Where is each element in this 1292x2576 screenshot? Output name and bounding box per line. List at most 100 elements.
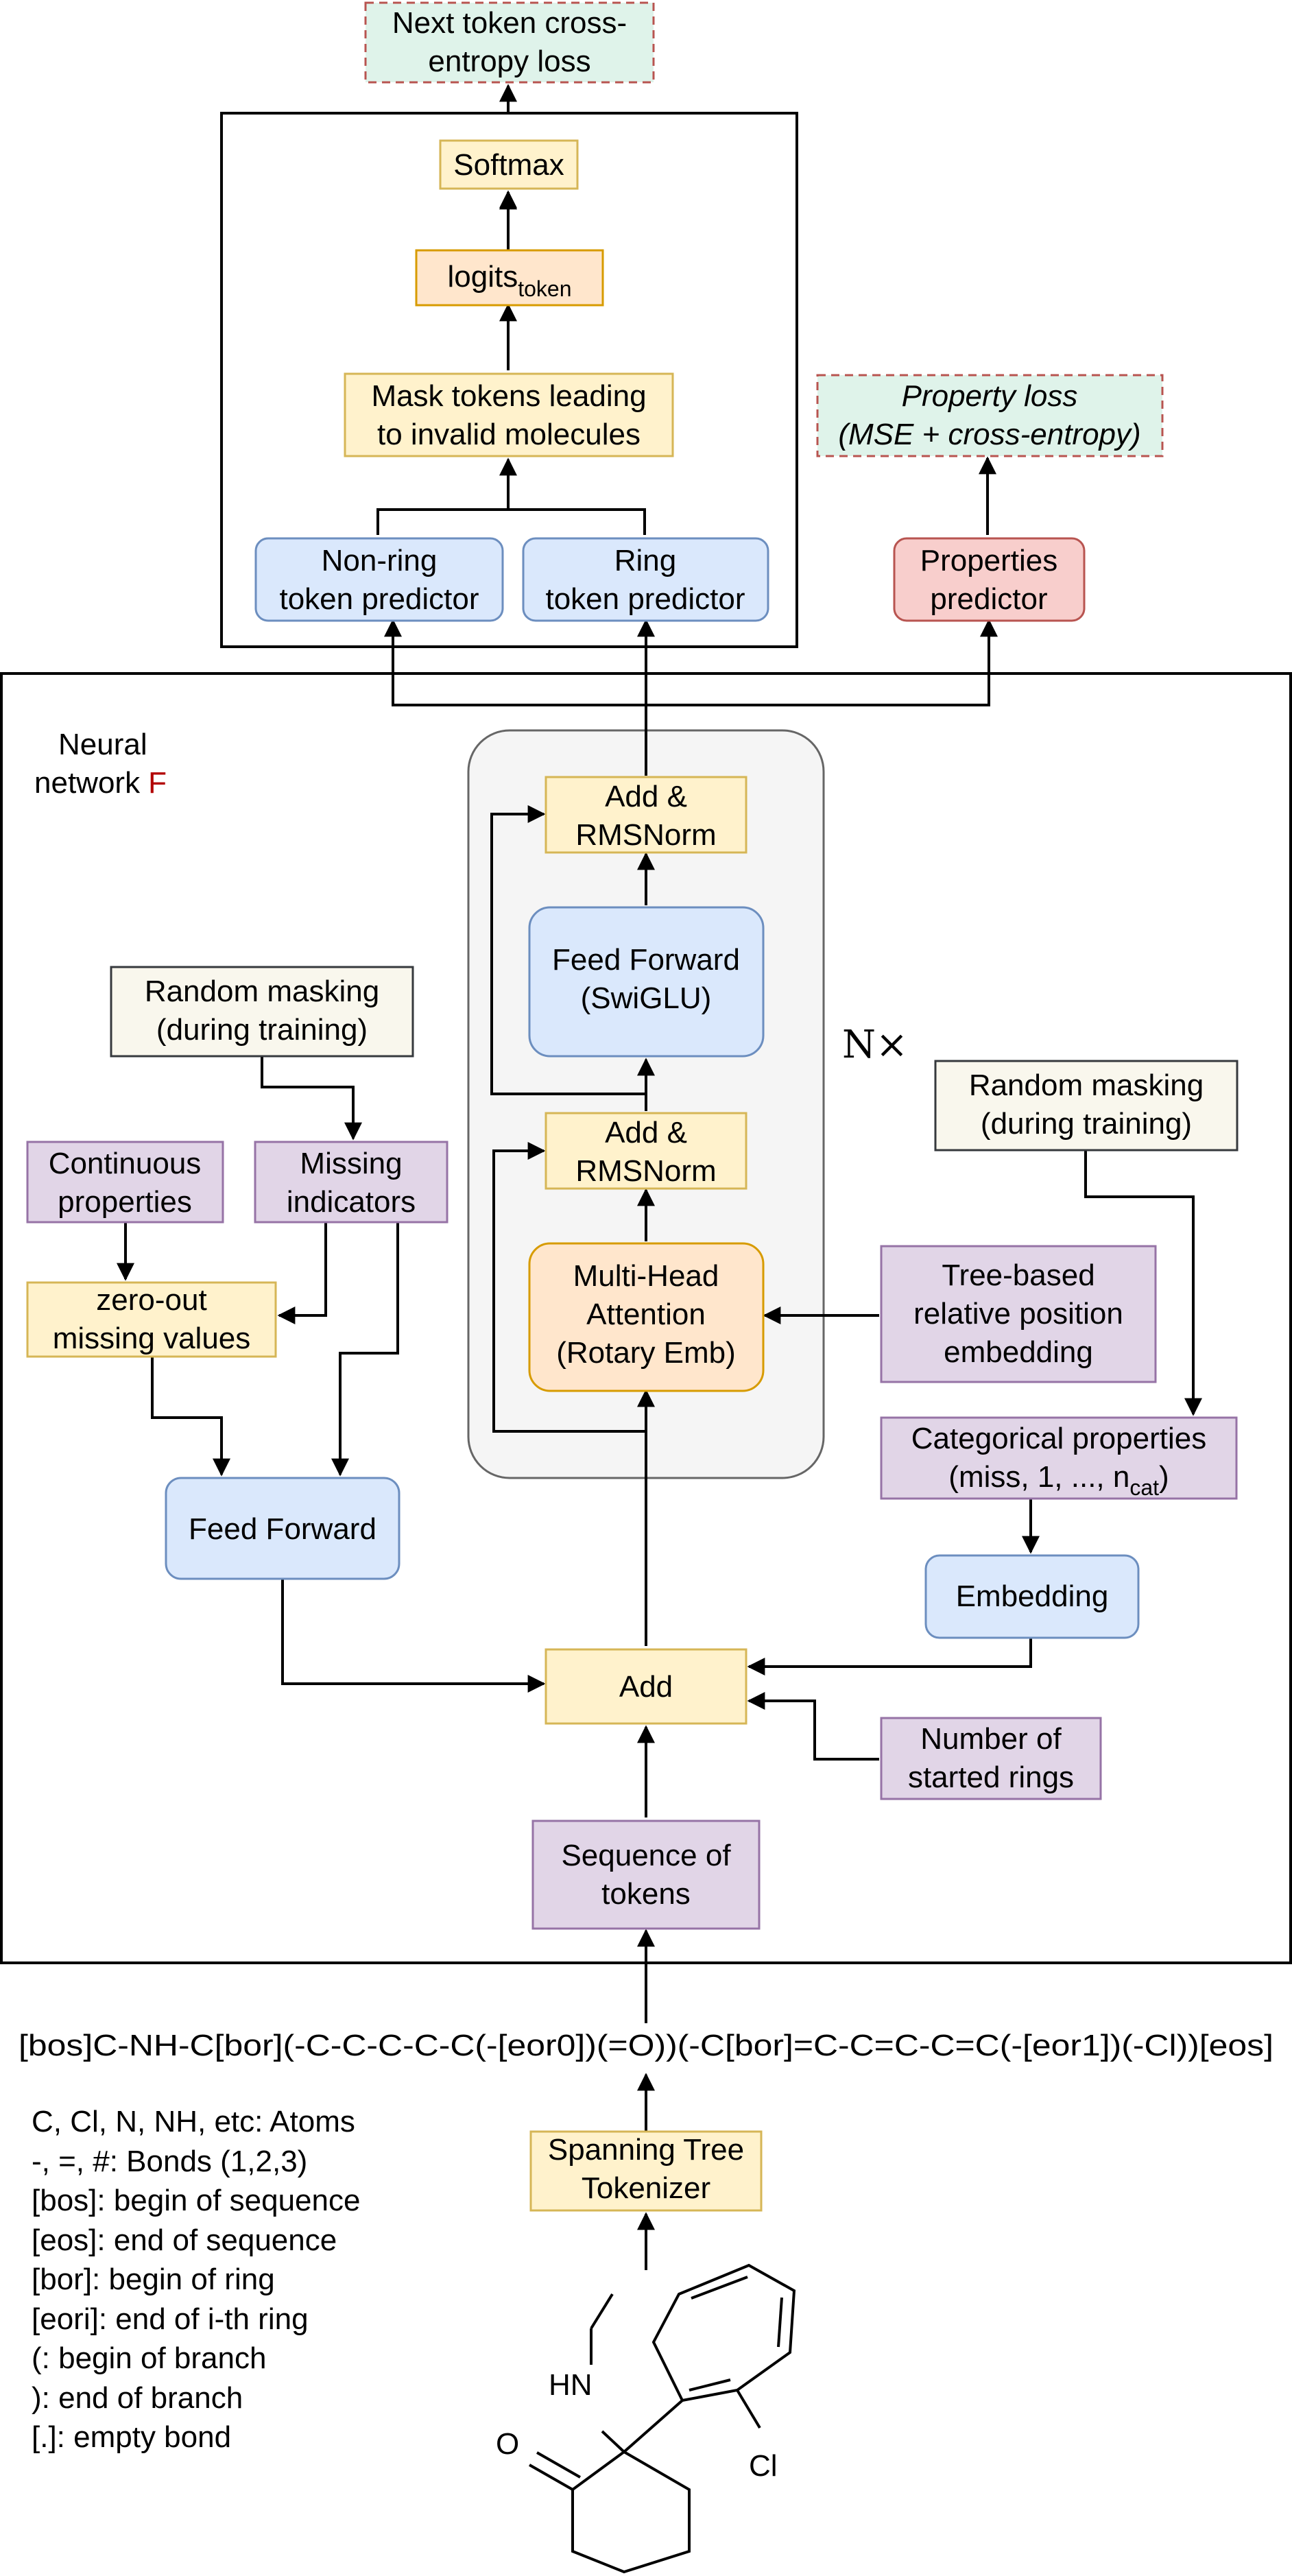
random-masking-right-box: Random masking (during training) (934, 1060, 1239, 1152)
continuous-line2: properties (58, 1185, 192, 1219)
random-masking-left-box: Random masking (during training) (110, 966, 414, 1058)
multi-head-attention-box: Multi-Head Attention (Rotary Emb) (528, 1242, 765, 1392)
random-masking-right-line1: Random masking (969, 1069, 1204, 1102)
legend-line: [eos]: end of sequence (32, 2223, 337, 2257)
started-rings-line2: started rings (908, 1761, 1074, 1794)
legend-line: C, Cl, N, NH, etc: Atoms (32, 2105, 355, 2138)
nonring-line1: Non-ring (322, 544, 438, 577)
embedding-box: Embedding (924, 1554, 1140, 1639)
swiglu-line2: (SwiGLU) (581, 981, 712, 1015)
add-rmsnorm-bottom-line2: RMSNorm (575, 1154, 716, 1188)
next-token-loss-line1: Next token cross- (392, 6, 627, 40)
add-box: Add (545, 1648, 747, 1725)
missing-line1: Missing (300, 1147, 402, 1180)
molecule-structure (529, 2263, 796, 2574)
mask-invalid-box: Mask tokens leading to invalid molecules (344, 372, 674, 457)
categorical-line1: Categorical properties (911, 1422, 1206, 1455)
zero-out-line1: zero-out (96, 1283, 206, 1317)
continuous-properties-box: Continuous properties (26, 1141, 224, 1224)
logits-subscript: token (518, 276, 571, 301)
ring-line1: Ring (614, 544, 677, 577)
random-masking-left-line1: Random masking (145, 975, 379, 1008)
ring-line2: token predictor (545, 582, 745, 616)
token-string: [bos]C-NH-C[bor](-C-C-C-C-C(-[eor0])(=O)… (19, 2029, 1273, 2062)
sequence-line2: tokens (601, 1877, 691, 1911)
tokenizer-line2: Tokenizer (582, 2171, 710, 2205)
zero-out-line2: missing values (53, 1322, 251, 1355)
molecule-cl-label: Cl (749, 2449, 778, 2483)
started-rings-line1: Number of (920, 1722, 1062, 1756)
legend-line: [bos]: begin of sequence (32, 2184, 360, 2217)
logits-box: logitstoken (415, 249, 604, 307)
softmax-label: Softmax (453, 148, 564, 182)
property-loss-line2: (MSE + cross-entropy) (838, 418, 1140, 451)
tree-position-embedding-box: Tree-based relative position embedding (880, 1245, 1157, 1383)
feed-forward-box: Feed Forward (165, 1477, 400, 1580)
started-rings-box: Number of started rings (880, 1717, 1102, 1800)
next-token-loss-box: Next token cross- entropy loss (364, 1, 655, 84)
token-legend: C, Cl, N, NH, etc: Atoms -, =, #: Bonds … (32, 2105, 360, 2454)
missing-indicators-box: Missing indicators (254, 1141, 448, 1224)
categorical-properties-box: Categorical properties (miss, 1, ..., nc… (880, 1416, 1238, 1500)
mha-line2: Attention (586, 1298, 706, 1331)
molecule-hn-label: HN (549, 2368, 593, 2402)
legend-line: -, =, #: Bonds (1,2,3) (32, 2145, 307, 2178)
network-word: network (34, 766, 141, 800)
categorical-values: (miss, 1, ..., n (948, 1460, 1129, 1494)
softmax-box: Softmax (439, 139, 579, 190)
tokenizer-line1: Spanning Tree (548, 2133, 744, 2167)
categorical-close: ) (1159, 1460, 1169, 1494)
feed-forward-label: Feed Forward (189, 1512, 376, 1546)
swiglu-line1: Feed Forward (552, 943, 740, 977)
properties-predictor-line1: Properties (920, 544, 1058, 577)
connectors (117, 84, 1202, 2270)
sequence-line1: Sequence of (561, 1839, 731, 1872)
properties-predictor-line2: predictor (930, 582, 1047, 616)
network-label-line1: Neural (58, 728, 147, 761)
mask-invalid-line2: to invalid molecules (377, 418, 641, 451)
missing-line2: indicators (287, 1185, 416, 1219)
add-label: Add (619, 1670, 673, 1704)
nonring-predictor-box: Non-ring token predictor (254, 537, 504, 622)
property-loss-line1: Property loss (902, 379, 1078, 413)
tree-line2: relative position (913, 1297, 1123, 1331)
legend-line: ): end of branch (32, 2381, 243, 2415)
tree-line1: Tree-based (942, 1259, 1094, 1292)
logits-main: logits (448, 260, 518, 294)
logits-label: logitstoken (448, 260, 572, 301)
continuous-line1: Continuous (49, 1147, 202, 1180)
mha-line3: (Rotary Emb) (556, 1336, 736, 1370)
properties-predictor-box: Properties predictor (893, 537, 1086, 622)
add-rmsnorm-top-line1: Add & (605, 780, 687, 813)
add-rmsnorm-top-box: Add & RMSNorm (545, 776, 747, 854)
next-token-loss-line2: entropy loss (428, 45, 590, 78)
tokenizer-box: Spanning Tree Tokenizer (529, 2130, 763, 2212)
random-masking-right-line2: (during training) (981, 1107, 1192, 1141)
legend-line: [eori]: end of i-th ring (32, 2302, 309, 2336)
ring-predictor-box: Ring token predictor (522, 537, 769, 622)
zero-out-box: zero-out missing values (26, 1281, 277, 1358)
mha-line1: Multi-Head (573, 1259, 719, 1293)
add-rmsnorm-bottom-box: Add & RMSNorm (545, 1112, 747, 1190)
property-loss-box: Property loss (MSE + cross-entropy) (816, 374, 1164, 457)
tree-line3: embedding (944, 1335, 1093, 1369)
categorical-line2: (miss, 1, ..., ncat) (948, 1460, 1169, 1500)
legend-line: [bor]: begin of ring (32, 2263, 275, 2296)
feed-forward-swiglu-box: Feed Forward (SwiGLU) (528, 906, 765, 1058)
n-times-label: N× (842, 1023, 908, 1067)
random-masking-left-line2: (during training) (156, 1013, 368, 1047)
nonring-line2: token predictor (279, 582, 479, 616)
categorical-subscript: cat (1129, 1475, 1159, 1500)
mask-invalid-line1: Mask tokens leading (371, 379, 646, 413)
legend-line: [.]: empty bond (32, 2420, 231, 2454)
molecule-o-label: O (496, 2427, 519, 2461)
add-rmsnorm-top-line2: RMSNorm (575, 818, 716, 852)
embedding-label: Embedding (956, 1579, 1109, 1613)
network-f-symbol: F (148, 766, 167, 800)
legend-line: (: begin of branch (32, 2341, 266, 2375)
sequence-of-tokens-box: Sequence of tokens (531, 1820, 761, 1930)
add-rmsnorm-bottom-line1: Add & (605, 1116, 687, 1149)
